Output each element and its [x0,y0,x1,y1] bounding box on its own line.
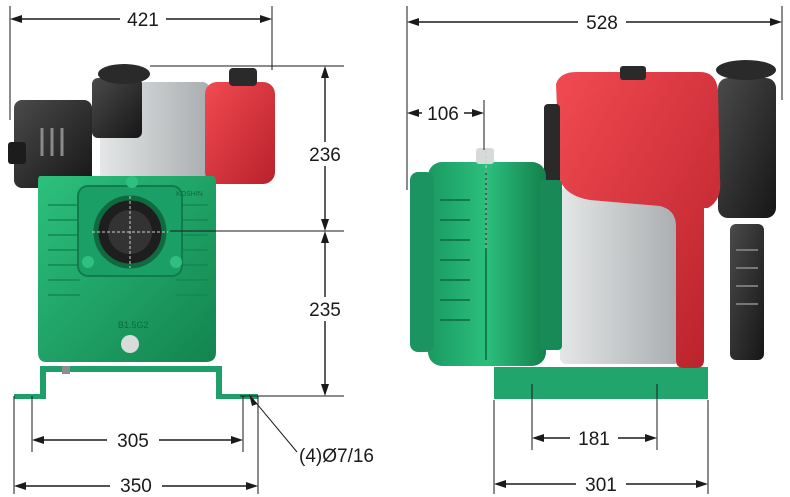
fuel-tank [205,82,275,184]
recoil-vents [40,128,64,156]
dim-label-235: 235 [309,300,341,321]
base-foot-bolt [62,366,70,374]
casting-model-number: B1.5G2 [118,320,149,330]
dim-label-236: 236 [309,145,341,166]
side-black-shroud-edge [544,104,560,188]
side-muffler [718,78,776,218]
air-cleaner [92,78,142,138]
side-crankcase [560,188,680,364]
dim-label-181: 181 [578,429,610,450]
air-cleaner-cap [98,64,150,84]
dim-label-301: 301 [585,475,617,496]
dim-label-528: 528 [586,13,618,34]
side-pump-flange [410,172,434,352]
drain-plug [121,335,139,353]
side-engine-shroud [556,72,721,368]
front-view: B1.5G2 KOSHIN [8,64,275,399]
side-fuel-cap [620,66,646,80]
side-pump-adapter [540,180,562,350]
side-recoil [730,224,764,360]
mount-hole-leader [251,397,298,453]
dimension-annotations: 421 236 235 305 350 (4)Ø7 [9,6,783,497]
base-plate-front [14,366,258,399]
dim-label-mount-holes: (4)Ø7/16 [299,446,374,467]
casting-brand: KOSHIN [176,191,203,198]
dim-label-305: 305 [117,431,149,452]
dim-label-106: 106 [427,104,459,125]
inlet-bolt [126,176,138,188]
side-priming-port [476,148,494,164]
side-muffler-cap [716,60,776,80]
base-plate-side [494,367,708,399]
dim-label-350: 350 [120,476,152,497]
inlet-center-mark [92,196,168,268]
side-view [410,60,776,399]
side-recoil-vents [736,249,758,305]
inlet-bolt [170,256,182,268]
recoil-handle [8,142,26,164]
fuel-cap [229,68,257,86]
inlet-bolt [82,256,94,268]
dim-label-421: 421 [127,10,159,31]
